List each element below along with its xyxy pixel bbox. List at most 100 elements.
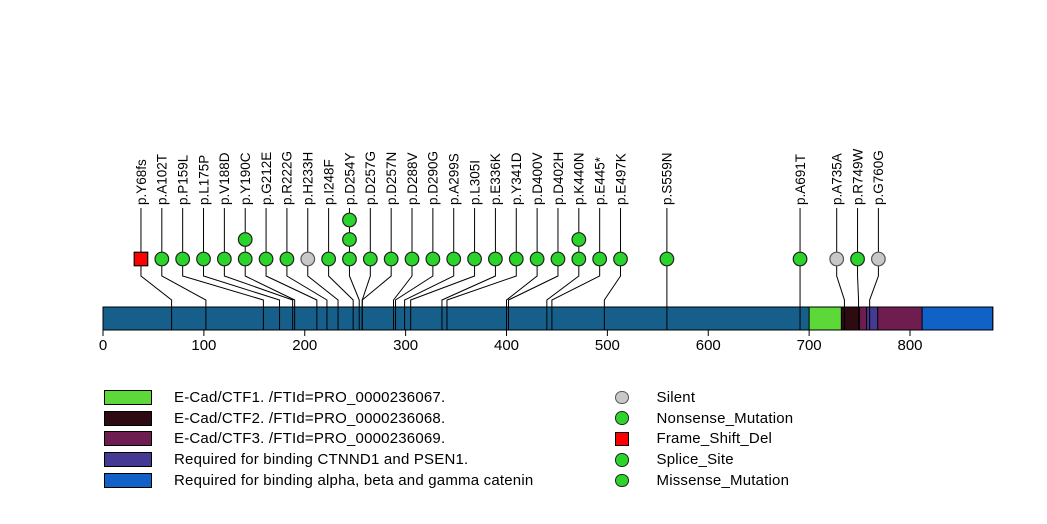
mutation-type-legend-item: Silent [615, 387, 793, 408]
lollipop-connector [140, 208, 173, 330]
mutation-label: p.E445* [592, 156, 607, 205]
mutation-label: p.H233H [301, 152, 316, 205]
mutation-marker-circle [467, 251, 482, 267]
mutation-label: p.D254Y [342, 152, 357, 205]
domain-legend-label: E-Cad/CTF3. /FTId=PRO_0000236069. [174, 430, 446, 448]
lollipop-connector [393, 208, 413, 330]
domain-legend-item: E-Cad/CTF2. /FTId=PRO_0000236068. [104, 408, 533, 429]
mutation-marker-circle [404, 251, 420, 267]
mutation-label: p.A102T [155, 154, 170, 205]
mutation-label: p.R222G [280, 151, 295, 205]
domain-color-swatch [104, 389, 152, 405]
mutation-type-legend-label: Splice_Site [656, 451, 734, 469]
mutation-marker-circle [425, 251, 441, 267]
axis-tick-label: 400 [494, 337, 519, 354]
mutation-type-legend-item: Nonsense_Mutation [615, 408, 793, 429]
axis-tick-label: 800 [897, 337, 922, 354]
lollipop-connector [836, 208, 845, 330]
axis-tick-label: 100 [191, 337, 216, 354]
domain-color-swatch [104, 473, 152, 489]
mutation-marker-circle [237, 232, 253, 247]
lollipop-connector [869, 208, 879, 330]
mutation-label: p.L305I [467, 160, 482, 205]
domain-segment-3 [866, 306, 879, 331]
mutation-label: p.Y68fs [134, 159, 149, 205]
mutation-label: p.A691T [793, 154, 808, 205]
lollipop-connector [603, 208, 622, 330]
domain-legend-label: E-Cad/CTF2. /FTId=PRO_0000236068. [174, 409, 446, 427]
lollipop-connector [307, 208, 339, 330]
lollipop-connector [508, 208, 559, 330]
lollipop-connector [223, 208, 294, 330]
mutation-marker-circle [175, 251, 191, 267]
lollipop-connector [441, 208, 496, 330]
domain-color-swatch [104, 452, 152, 468]
lollipop-connector [286, 208, 328, 330]
mutation-label: p.L175P [196, 155, 211, 205]
lollipop-connector [395, 208, 434, 330]
domain-color-swatch [104, 410, 152, 426]
domain-color-swatch [104, 431, 152, 447]
mutation-type-legend-item: Missense_Mutation [615, 470, 793, 491]
mutation-marker-circle [279, 251, 295, 267]
mutation-label: p.G212E [259, 152, 274, 205]
mutation-marker-circle [216, 251, 232, 267]
mutation-marker-circle [659, 251, 675, 267]
lollipop-connector [410, 208, 476, 330]
mutation-label: p.R749W [850, 148, 865, 205]
mutation-label: p.A735A [829, 153, 844, 205]
lollipop-connector [182, 208, 264, 330]
mutation-marker-circle [258, 251, 274, 267]
mutation-marker-circle [508, 251, 524, 267]
mutation-marker-circle [237, 251, 253, 267]
mutation-label: p.E497K [613, 153, 628, 205]
mutation-marker-circle [850, 251, 865, 267]
domain-legend-item: Required for binding CTNND1 and PSEN1. [104, 449, 533, 470]
mutation-type-legend-item: Splice_Site [615, 449, 793, 470]
mutation-label: p.E336K [488, 153, 503, 205]
mutation-label: p.A299S [447, 153, 462, 205]
mutation-label: p.Y341D [509, 152, 524, 205]
lollipop-connector [203, 208, 281, 330]
mutation-marker-circle [529, 251, 545, 267]
domain-legend: E-Cad/CTF1. /FTId=PRO_0000236067.E-Cad/C… [104, 387, 533, 491]
red-square-icon [615, 432, 629, 446]
mutation-marker-circle [613, 251, 628, 267]
mutation-marker-square [133, 251, 149, 267]
mutation-label: p.D402H [551, 152, 566, 205]
lollipop-connector [506, 208, 538, 330]
mutation-marker-circle [829, 251, 845, 267]
mutation-label: p.I248F [321, 159, 336, 205]
mutation-marker-circle [571, 232, 587, 247]
axis-tick-label: 700 [797, 337, 822, 354]
mutation-marker-circle [362, 251, 378, 267]
mutation-type-legend-label: Frame_Shift_Del [656, 430, 773, 448]
mutation-marker-circle [550, 251, 566, 267]
mutation-marker-circle [154, 251, 170, 267]
mutation-marker-circle [792, 251, 808, 267]
mutation-marker-circle [870, 251, 886, 267]
domain-legend-item: Required for binding alpha, beta and gam… [104, 470, 533, 491]
axis-tick-label: 200 [292, 337, 317, 354]
mutation-marker-circle [196, 251, 211, 267]
mutation-type-legend-label: Missense_Mutation [656, 472, 790, 490]
mutation-marker-circle [342, 251, 357, 267]
mutation-label: p.Y190C [238, 152, 253, 205]
mutation-label: p.S559N [660, 152, 675, 205]
axis-tick-label: 0 [99, 337, 107, 354]
lollipop-connector [404, 208, 455, 330]
lollipop-connector [857, 208, 860, 330]
domain-legend-item: E-Cad/CTF1. /FTId=PRO_0000236067. [104, 387, 533, 408]
lollipop-connector [361, 208, 392, 330]
mutation-marker-circle [592, 251, 608, 267]
mutation-marker-circle [488, 251, 503, 267]
lollipop-connector [265, 208, 318, 330]
mutation-label: p.P159L [175, 154, 190, 205]
domain-legend-item: E-Cad/CTF3. /FTId=PRO_0000236069. [104, 429, 533, 450]
lollipop-connector [551, 208, 601, 330]
axis-tick-label: 300 [393, 337, 418, 354]
mutation-marker-circle [342, 212, 357, 228]
lollipop-connector [161, 208, 207, 330]
